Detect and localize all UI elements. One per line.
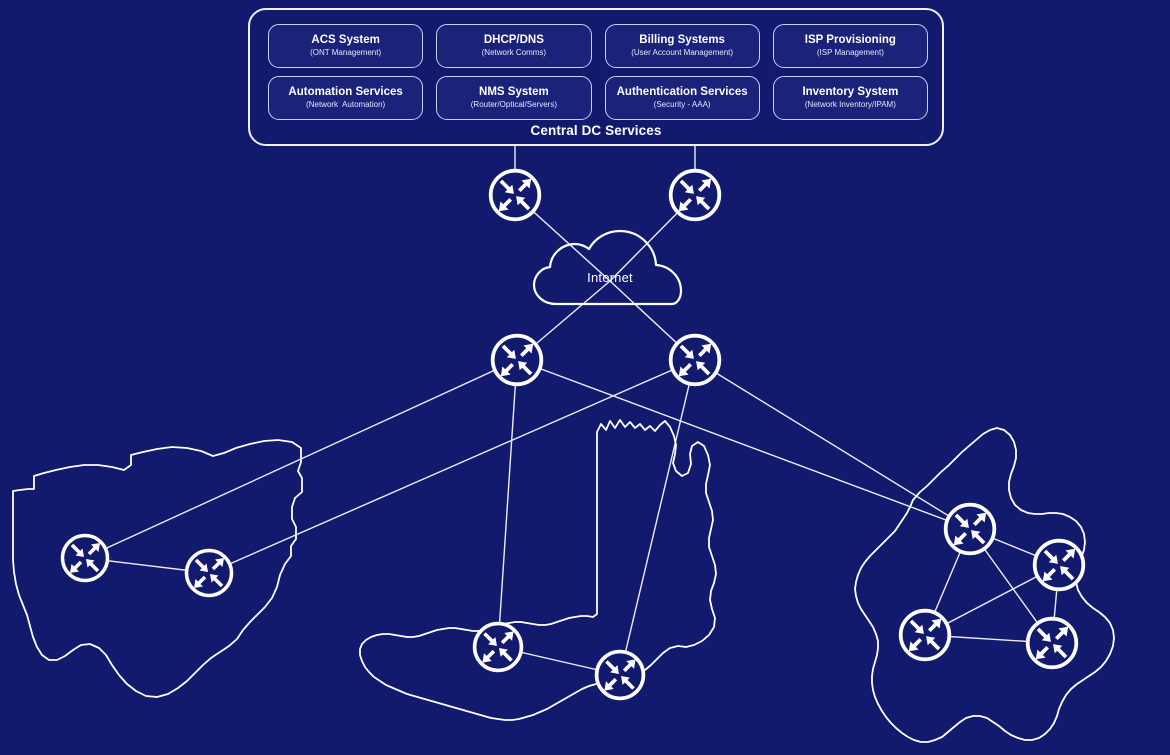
router-west-router-2[interactable] <box>184 548 234 598</box>
service-subtitle: (Security - AAA) <box>653 100 711 109</box>
service-subtitle: (ONT Management) <box>310 48 382 57</box>
service-subtitle: (User Account Management) <box>631 48 734 57</box>
service-title: NMS System <box>479 86 549 98</box>
region-maps-layer <box>12 419 1115 743</box>
service-box[interactable]: Billing Systems (User Account Management) <box>604 24 760 68</box>
west-region-map <box>12 439 303 698</box>
router-central-router-1[interactable] <box>472 621 524 673</box>
router-east-router-3[interactable] <box>898 608 952 662</box>
service-subtitle: (Network Automation) <box>306 100 386 109</box>
service-title: Billing Systems <box>639 34 725 46</box>
router-west-router-1[interactable] <box>60 533 110 583</box>
router-dc-router-2[interactable] <box>668 168 722 222</box>
central-dc-services-label: Central DC Services <box>530 123 662 138</box>
router-central-router-2[interactable] <box>594 649 646 701</box>
internet-cloud-label: Internet <box>587 270 633 285</box>
service-subtitle: (ISP Management) <box>816 48 884 57</box>
internet-cloud-shape <box>532 229 683 306</box>
router-east-router-1[interactable] <box>943 502 997 556</box>
service-subtitle: (Network Comms) <box>481 48 547 57</box>
services-grid: ACS System (ONT Management) DHCP/DNS (Netwo… <box>268 24 928 120</box>
link-core-router-2-to-east-router-1 <box>694 359 971 530</box>
service-subtitle: (Router/Optical/Servers) <box>470 100 557 109</box>
service-title: Inventory System <box>802 86 899 98</box>
service-title: ACS System <box>311 34 380 46</box>
router-core-router-1[interactable] <box>490 333 544 387</box>
service-box[interactable]: Authentication Services (Security - AAA) <box>604 76 760 120</box>
service-box[interactable]: Inventory System (Network Inventory/IPAM) <box>772 76 928 120</box>
routers-layer <box>60 168 1086 701</box>
service-title: ISP Provisioning <box>804 34 896 46</box>
link-core-router-2-to-west-router-2 <box>208 359 696 574</box>
east-region-map <box>854 427 1115 743</box>
service-title: Authentication Services <box>616 86 748 98</box>
service-box[interactable]: NMS System (Router/Optical/Servers) <box>436 76 592 120</box>
service-box[interactable]: ISP Provisioning (ISP Management) <box>772 24 928 68</box>
service-box[interactable]: ACS System (ONT Management) <box>268 24 424 68</box>
service-subtitle: (Network Inventory/IPAM) <box>804 100 896 109</box>
service-box[interactable]: DHCP/DNS (Network Comms) <box>436 24 592 68</box>
service-box[interactable]: Automation Services (Network Automation) <box>268 76 424 120</box>
links-layer <box>84 145 1060 676</box>
link-core-router-1-to-west-router-1 <box>84 359 518 559</box>
link-core-router-2-to-central-router-2 <box>619 359 696 676</box>
router-east-router-4[interactable] <box>1025 616 1079 670</box>
service-title: DHCP/DNS <box>483 34 544 46</box>
service-title: Automation Services <box>288 86 403 98</box>
central-dc-services-panel: ACS System (ONT Management) DHCP/DNS (Netwo… <box>248 8 944 146</box>
central-region-map <box>359 419 717 721</box>
router-dc-router-1[interactable] <box>488 168 542 222</box>
internet-cloud <box>532 229 683 306</box>
router-core-router-2[interactable] <box>668 333 722 387</box>
router-east-router-2[interactable] <box>1032 538 1086 592</box>
link-core-router-1-to-east-router-1 <box>516 359 971 530</box>
link-core-router-1-to-central-router-1 <box>497 359 518 648</box>
